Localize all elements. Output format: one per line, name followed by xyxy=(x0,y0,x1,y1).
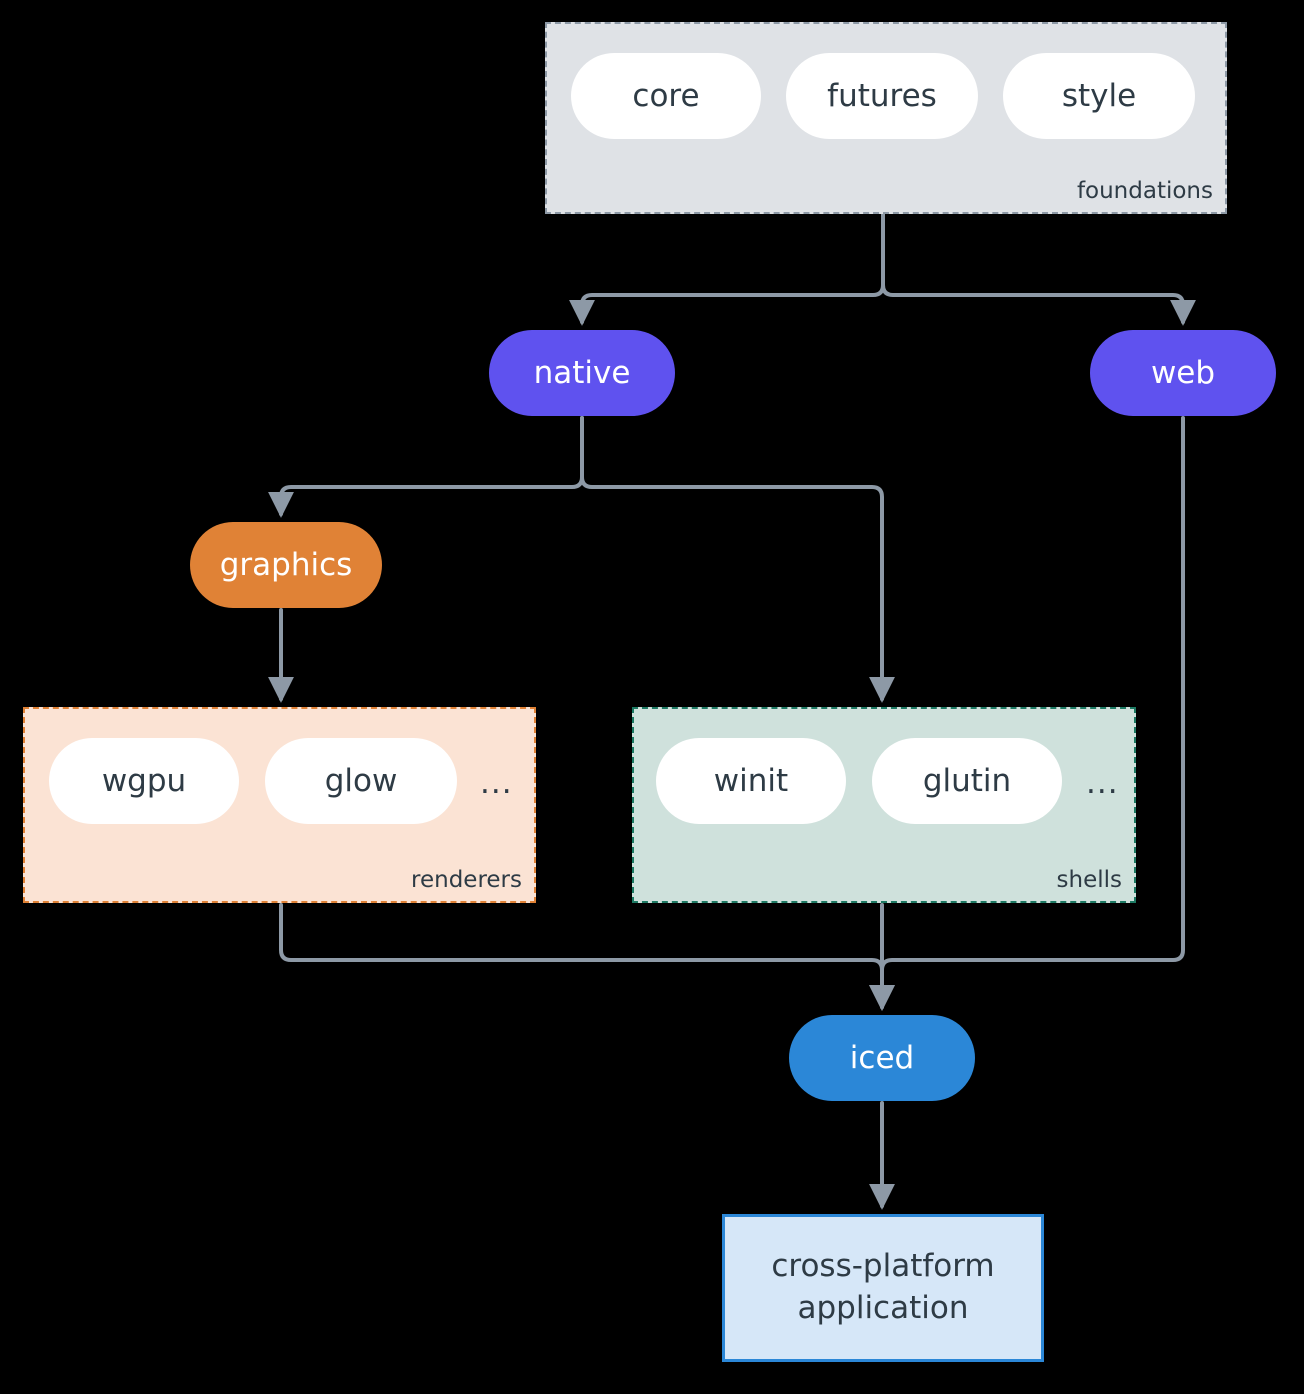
edge-renderers-iced xyxy=(279,903,895,1011)
node-wgpu[interactable]: wgpu xyxy=(49,738,239,824)
shells-ellipsis: ... xyxy=(1086,765,1119,801)
renderers-ellipsis: ... xyxy=(480,765,513,801)
node-cross-platform-application[interactable]: cross-platform application xyxy=(722,1214,1044,1362)
node-web[interactable]: web xyxy=(1090,330,1276,416)
node-core[interactable]: core xyxy=(571,53,761,139)
edge-foundations-web xyxy=(881,213,1196,326)
edge-foundations-native xyxy=(569,213,885,326)
application-line-1: cross-platform xyxy=(771,1248,995,1285)
application-line-2: application xyxy=(797,1290,969,1326)
node-futures[interactable]: futures xyxy=(786,53,978,139)
cluster-foundations-label: foundations xyxy=(1076,178,1213,204)
node-native[interactable]: native xyxy=(489,330,675,416)
node-winit[interactable]: winit xyxy=(656,738,846,824)
node-glow[interactable]: glow xyxy=(265,738,457,824)
node-glutin[interactable]: glutin xyxy=(872,738,1062,824)
node-iced[interactable]: iced xyxy=(789,1015,975,1101)
cluster-shells-label: shells xyxy=(1056,867,1122,893)
node-graphics[interactable]: graphics xyxy=(190,522,382,608)
cluster-renderers-label: renderers xyxy=(411,867,522,893)
edge-native-shells xyxy=(580,416,895,703)
edge-native-graphics xyxy=(268,416,584,518)
node-style[interactable]: style xyxy=(1003,53,1195,139)
